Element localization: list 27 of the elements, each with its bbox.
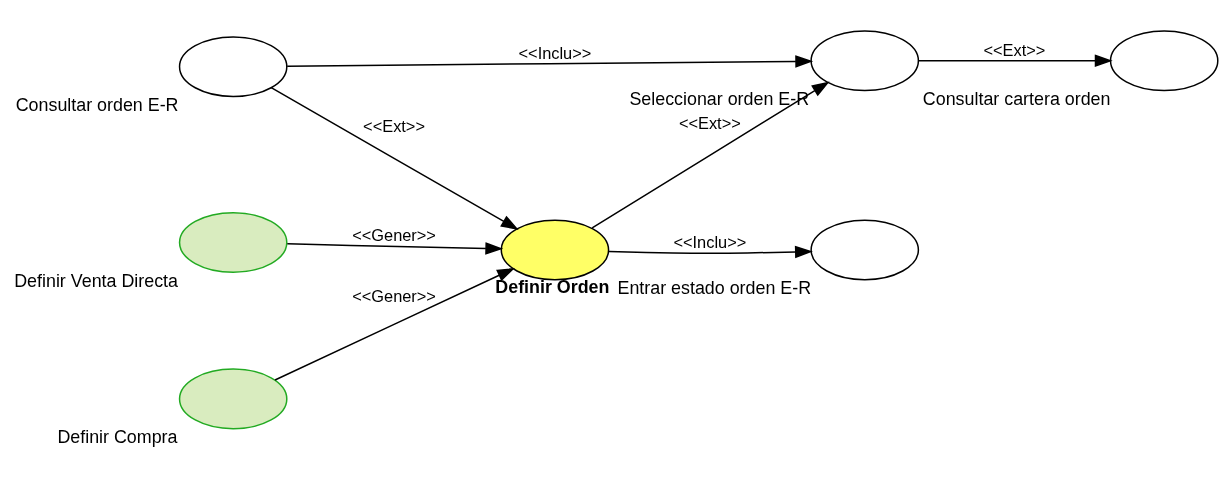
arrow <box>286 54 814 68</box>
node-ellipse <box>178 367 288 429</box>
arrow <box>270 86 519 230</box>
node-label: Definir Venta Directa <box>14 270 179 291</box>
node-label: Definir Orden <box>495 276 610 297</box>
edge-label: <<Gener>> <box>352 225 436 244</box>
edge-label: <<Ext>> <box>363 116 426 135</box>
node-ellipse <box>178 211 288 273</box>
node-ellipse <box>810 29 920 91</box>
node-label: Definir Compra <box>57 426 178 447</box>
edge-label: <<Inclu>> <box>518 43 592 62</box>
node-ellipse <box>178 35 288 97</box>
node-ellipse <box>810 218 920 280</box>
node-label: Entrar estado orden E-R <box>617 277 812 298</box>
arrow <box>286 241 504 255</box>
node-ellipse <box>1109 29 1219 91</box>
node-label: Consultar cartera orden <box>922 88 1111 109</box>
node-ellipse <box>500 218 610 280</box>
edge-label: <<Ext>> <box>678 113 741 132</box>
arrow <box>608 245 813 258</box>
arrow <box>917 54 1113 67</box>
edge-label: <<Gener>> <box>352 286 436 305</box>
node-label: Consultar orden E-R <box>15 94 179 115</box>
arrow <box>274 267 515 381</box>
edge-label: <<Ext>> <box>983 40 1046 59</box>
arrow <box>591 81 830 229</box>
edge-label: <<Inclu>> <box>673 232 747 251</box>
